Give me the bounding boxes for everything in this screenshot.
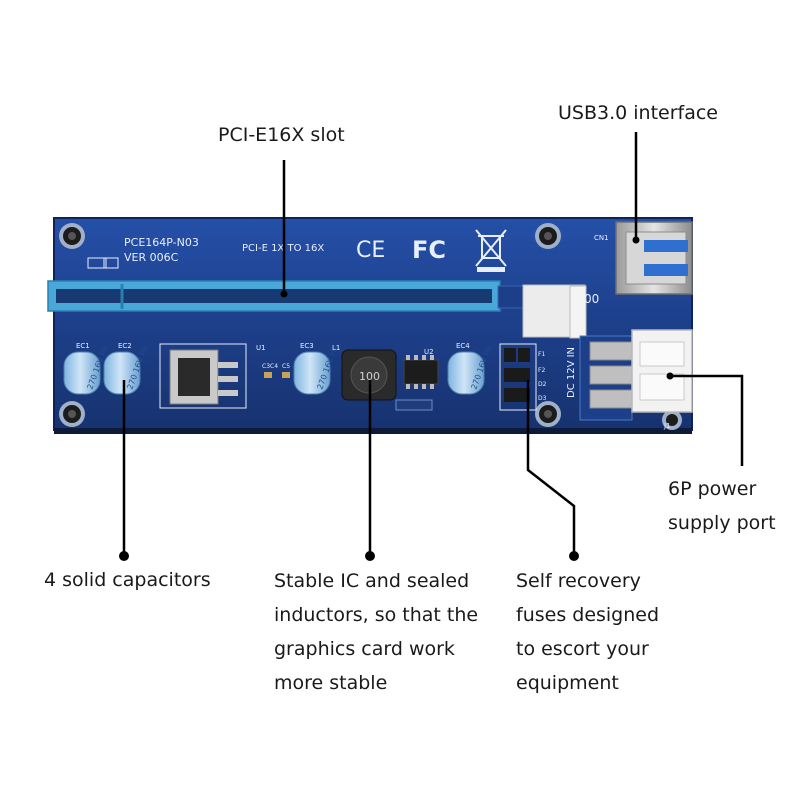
j1-text: J1 (663, 422, 671, 430)
board-version-text: VER 006C (124, 251, 179, 264)
mounting-hole-icon (662, 410, 682, 430)
leader-fuses (526, 380, 576, 556)
usb3-port (615, 221, 693, 295)
capacitor-ec1: EC1 270 16V Hz (63, 342, 110, 395)
d3-text: D3 (538, 395, 547, 402)
f1-text: F1 (538, 351, 545, 358)
leader-lines (122, 132, 744, 556)
capacitor-ec2: EC2 270 16V Hz (103, 342, 150, 395)
board-model-text: PCE164P-N03 (124, 236, 199, 249)
weee-bin-icon (475, 229, 507, 272)
mounting-hole-icon (59, 223, 85, 249)
sealed-inductor: 100 L1 (332, 344, 397, 401)
l1-text: L1 (332, 344, 340, 352)
label-pcie-slot: PCI-E16X slot (218, 124, 345, 146)
mounting-hole-icon (59, 401, 85, 427)
u2-text: U2 (424, 348, 434, 356)
f2-text: F2 (538, 367, 545, 374)
label-usb-interface: USB3.0 interface (558, 102, 718, 124)
mounting-hole-icon (535, 401, 561, 427)
label-fuses: Self recovery fuses designed to escort y… (516, 570, 660, 694)
fc-mark-icon: FC (412, 236, 446, 264)
label-capacitors: 4 solid capacitors (44, 569, 211, 591)
leader-endpoints (119, 236, 674, 561)
ce-mark-icon: CE (356, 238, 385, 263)
c5-text: C5 (282, 363, 290, 370)
ec4-text: EC4 (456, 342, 470, 350)
leader-power (670, 374, 744, 466)
u1-text: U1 (256, 344, 266, 352)
c3c4-text: C3C4 (262, 363, 278, 370)
6p-power-connector: DC 12V IN J1 (566, 329, 693, 430)
mounting-hole-icon (535, 223, 561, 249)
ec2-text: EC2 (118, 342, 132, 350)
voltage-regulator-u1: U1 C3C4 C5 (159, 343, 290, 409)
cn1-text: CN1 (594, 234, 609, 242)
ic-u2: U2 (395, 348, 439, 411)
ec3-text: EC3 (300, 342, 314, 350)
label-power-port: 6P power supply port (668, 478, 776, 534)
recovery-fuses: F1 F2 D2 D3 (499, 343, 547, 411)
pcie-16x-slot: 00 (47, 280, 599, 339)
ec1-text: EC1 (76, 342, 90, 350)
dc-input-text: DC 12V IN (566, 347, 577, 398)
inductor-text: 100 (359, 370, 380, 383)
d2-text: D2 (538, 381, 547, 388)
label-ic-inductors: Stable IC and sealed inductors, so that … (274, 570, 479, 694)
slot-end-text: 00 (584, 292, 599, 306)
